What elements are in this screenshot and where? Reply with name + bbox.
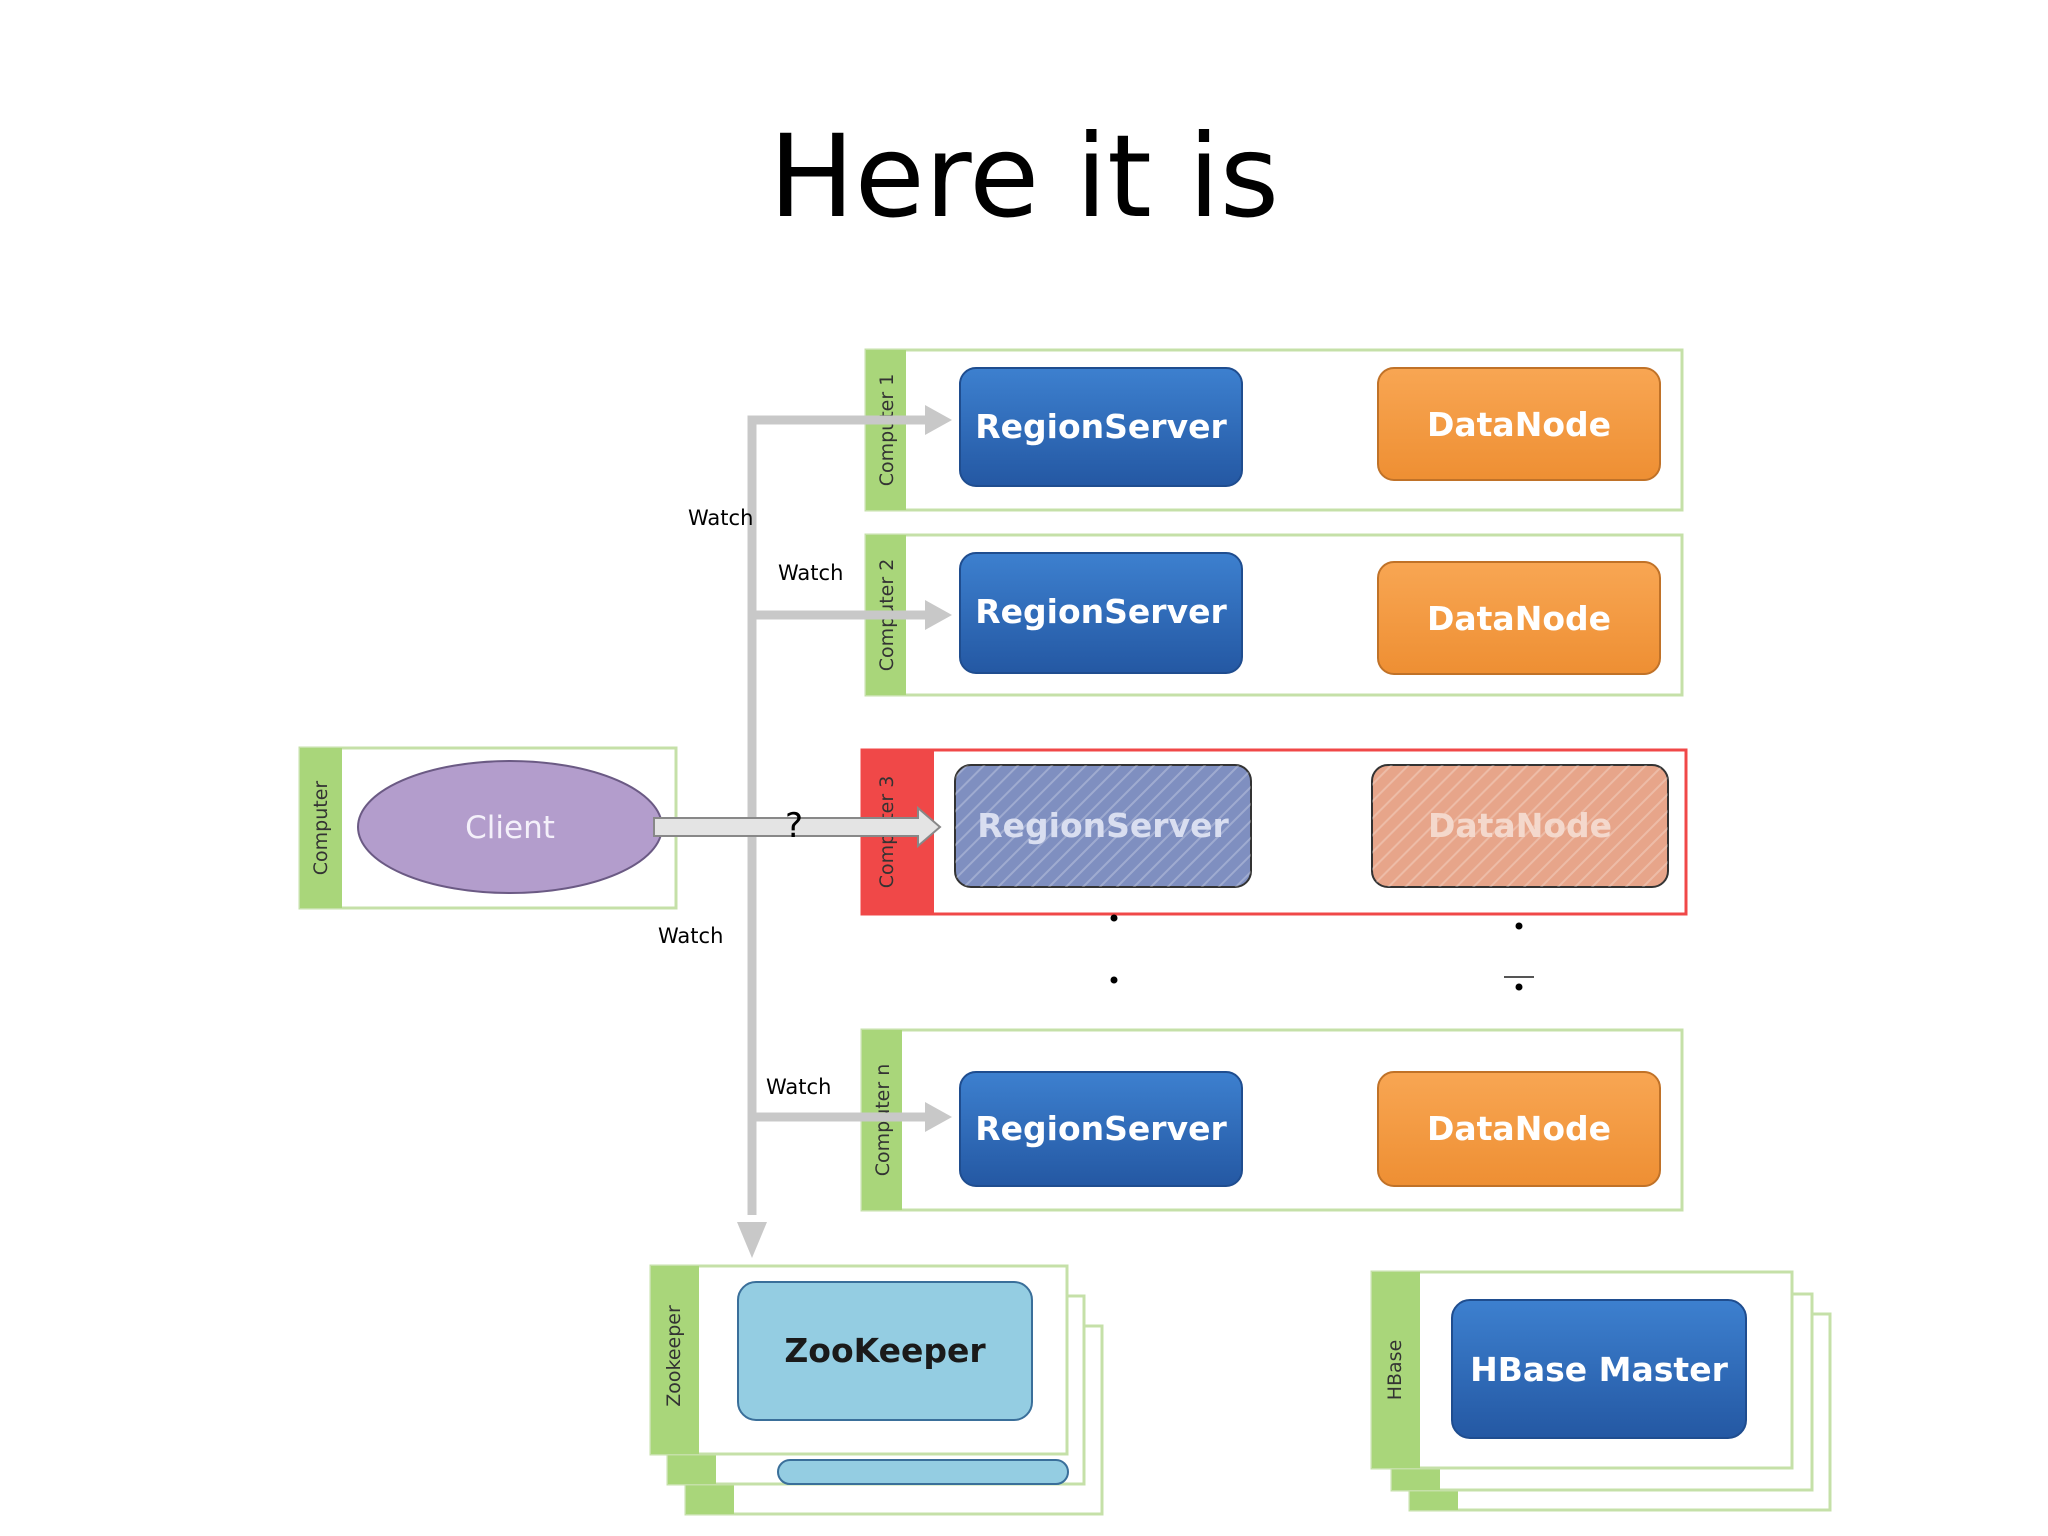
hbase-master-node (1451, 1299, 1747, 1439)
zookeeper-node (737, 1281, 1033, 1421)
computer-1-tab: Computer 1 (876, 374, 898, 487)
watch-arrows (747, 415, 930, 1215)
computer-2-region-server (959, 552, 1243, 674)
zookeeper-tab: Zookeeper (663, 1305, 685, 1407)
computer-1-datanode (1377, 367, 1661, 481)
computer-1-region-label: RegionServer (975, 407, 1227, 446)
arrowheads (737, 405, 952, 1258)
computer-n-region-label: RegionServer (975, 1109, 1227, 1148)
question-mark: ? (785, 806, 803, 846)
watch-label-4: Watch (766, 1075, 831, 1099)
watch-label-1: Watch (688, 506, 753, 530)
computer-3-datanode-label: DataNode (1428, 806, 1612, 845)
hbase-tab: HBase (1384, 1340, 1406, 1401)
client-computer-tab: Computer (310, 781, 332, 876)
client-request-arrow (653, 805, 942, 849)
computer-n-datanode (1377, 1071, 1661, 1187)
computer-2-datanode (1377, 561, 1661, 675)
computer-1-region-server (959, 367, 1243, 487)
computer-3-region-label: RegionServer (977, 806, 1229, 845)
zookeeper-label: ZooKeeper (784, 1331, 986, 1370)
watch-label-2: Watch (778, 561, 843, 585)
watch-label-3: Watch (658, 924, 723, 948)
computer-1-datanode-label: DataNode (1427, 405, 1611, 444)
computer-n-datanode-label: DataNode (1427, 1109, 1611, 1148)
computer-2-datanode-label: DataNode (1427, 599, 1611, 638)
hbase-master-label: HBase Master (1470, 1350, 1728, 1389)
computer-2-region-label: RegionServer (975, 592, 1227, 631)
slide-title: Here it is (768, 110, 1280, 243)
client-label: Client (465, 810, 555, 846)
computer-n-region-server (959, 1071, 1243, 1187)
